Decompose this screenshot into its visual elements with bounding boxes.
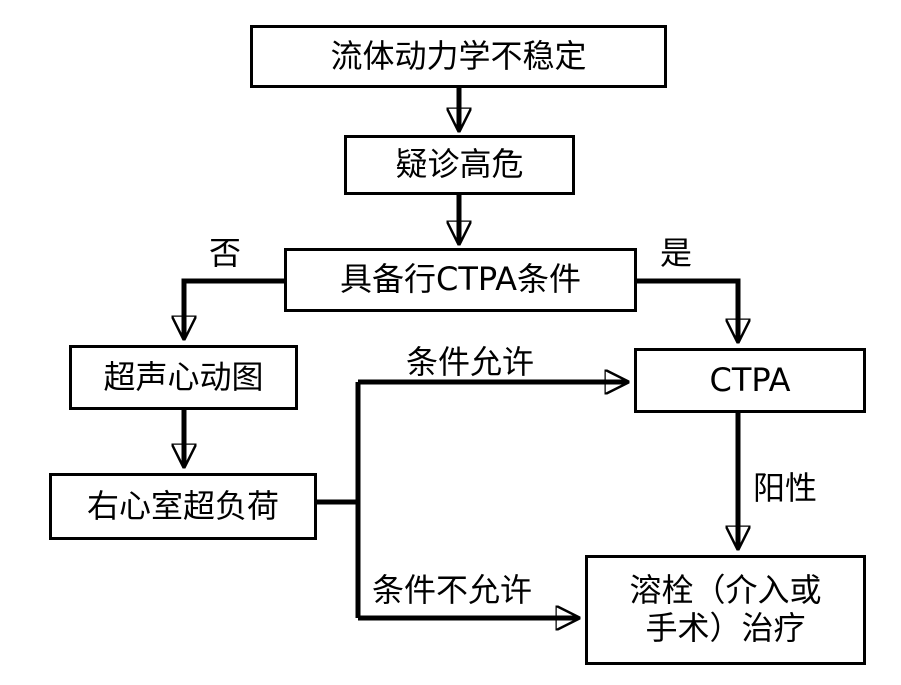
edge-eligible-yes-to-ctpa xyxy=(637,278,738,341)
node-ctpa-eligible[interactable]: 具备行CTPA条件 xyxy=(284,248,637,312)
node-rv-overload[interactable]: 右心室超负荷 xyxy=(49,473,317,540)
node-echocardiography[interactable]: 超声心动图 xyxy=(69,345,298,410)
node-suspected-high-risk[interactable]: 疑诊高危 xyxy=(344,135,575,195)
edge-label-positive: 阳性 xyxy=(753,469,818,507)
node-label-rv-overload: 右心室超负荷 xyxy=(86,486,279,525)
node-label-suspected-high-risk: 疑诊高危 xyxy=(395,145,524,184)
edge-label-conditions-not-permit: 条件不允许 xyxy=(372,571,533,609)
node-label-echocardiography: 超声心动图 xyxy=(103,357,264,396)
node-label-hemodynamic-instability: 流体动力学不稳定 xyxy=(330,36,587,75)
node-label-ctpa: CTPA xyxy=(709,360,791,399)
node-label-ctpa-eligible: 具备行CTPA条件 xyxy=(339,260,582,299)
edge-label-yes: 是 xyxy=(660,234,693,272)
edge-label-conditions-permit: 条件允许 xyxy=(406,343,535,381)
node-thrombolysis-treatment[interactable]: 溶栓（介入或 手术）治疗 xyxy=(585,555,866,665)
edge-eligible-no-to-echo xyxy=(184,278,284,338)
node-ctpa[interactable]: CTPA xyxy=(634,348,866,413)
node-hemodynamic-instability[interactable]: 流体动力学不稳定 xyxy=(250,25,667,88)
edge-label-no: 否 xyxy=(209,234,242,272)
node-label-thrombolysis-treatment: 溶栓（介入或 手术）治疗 xyxy=(629,571,822,647)
